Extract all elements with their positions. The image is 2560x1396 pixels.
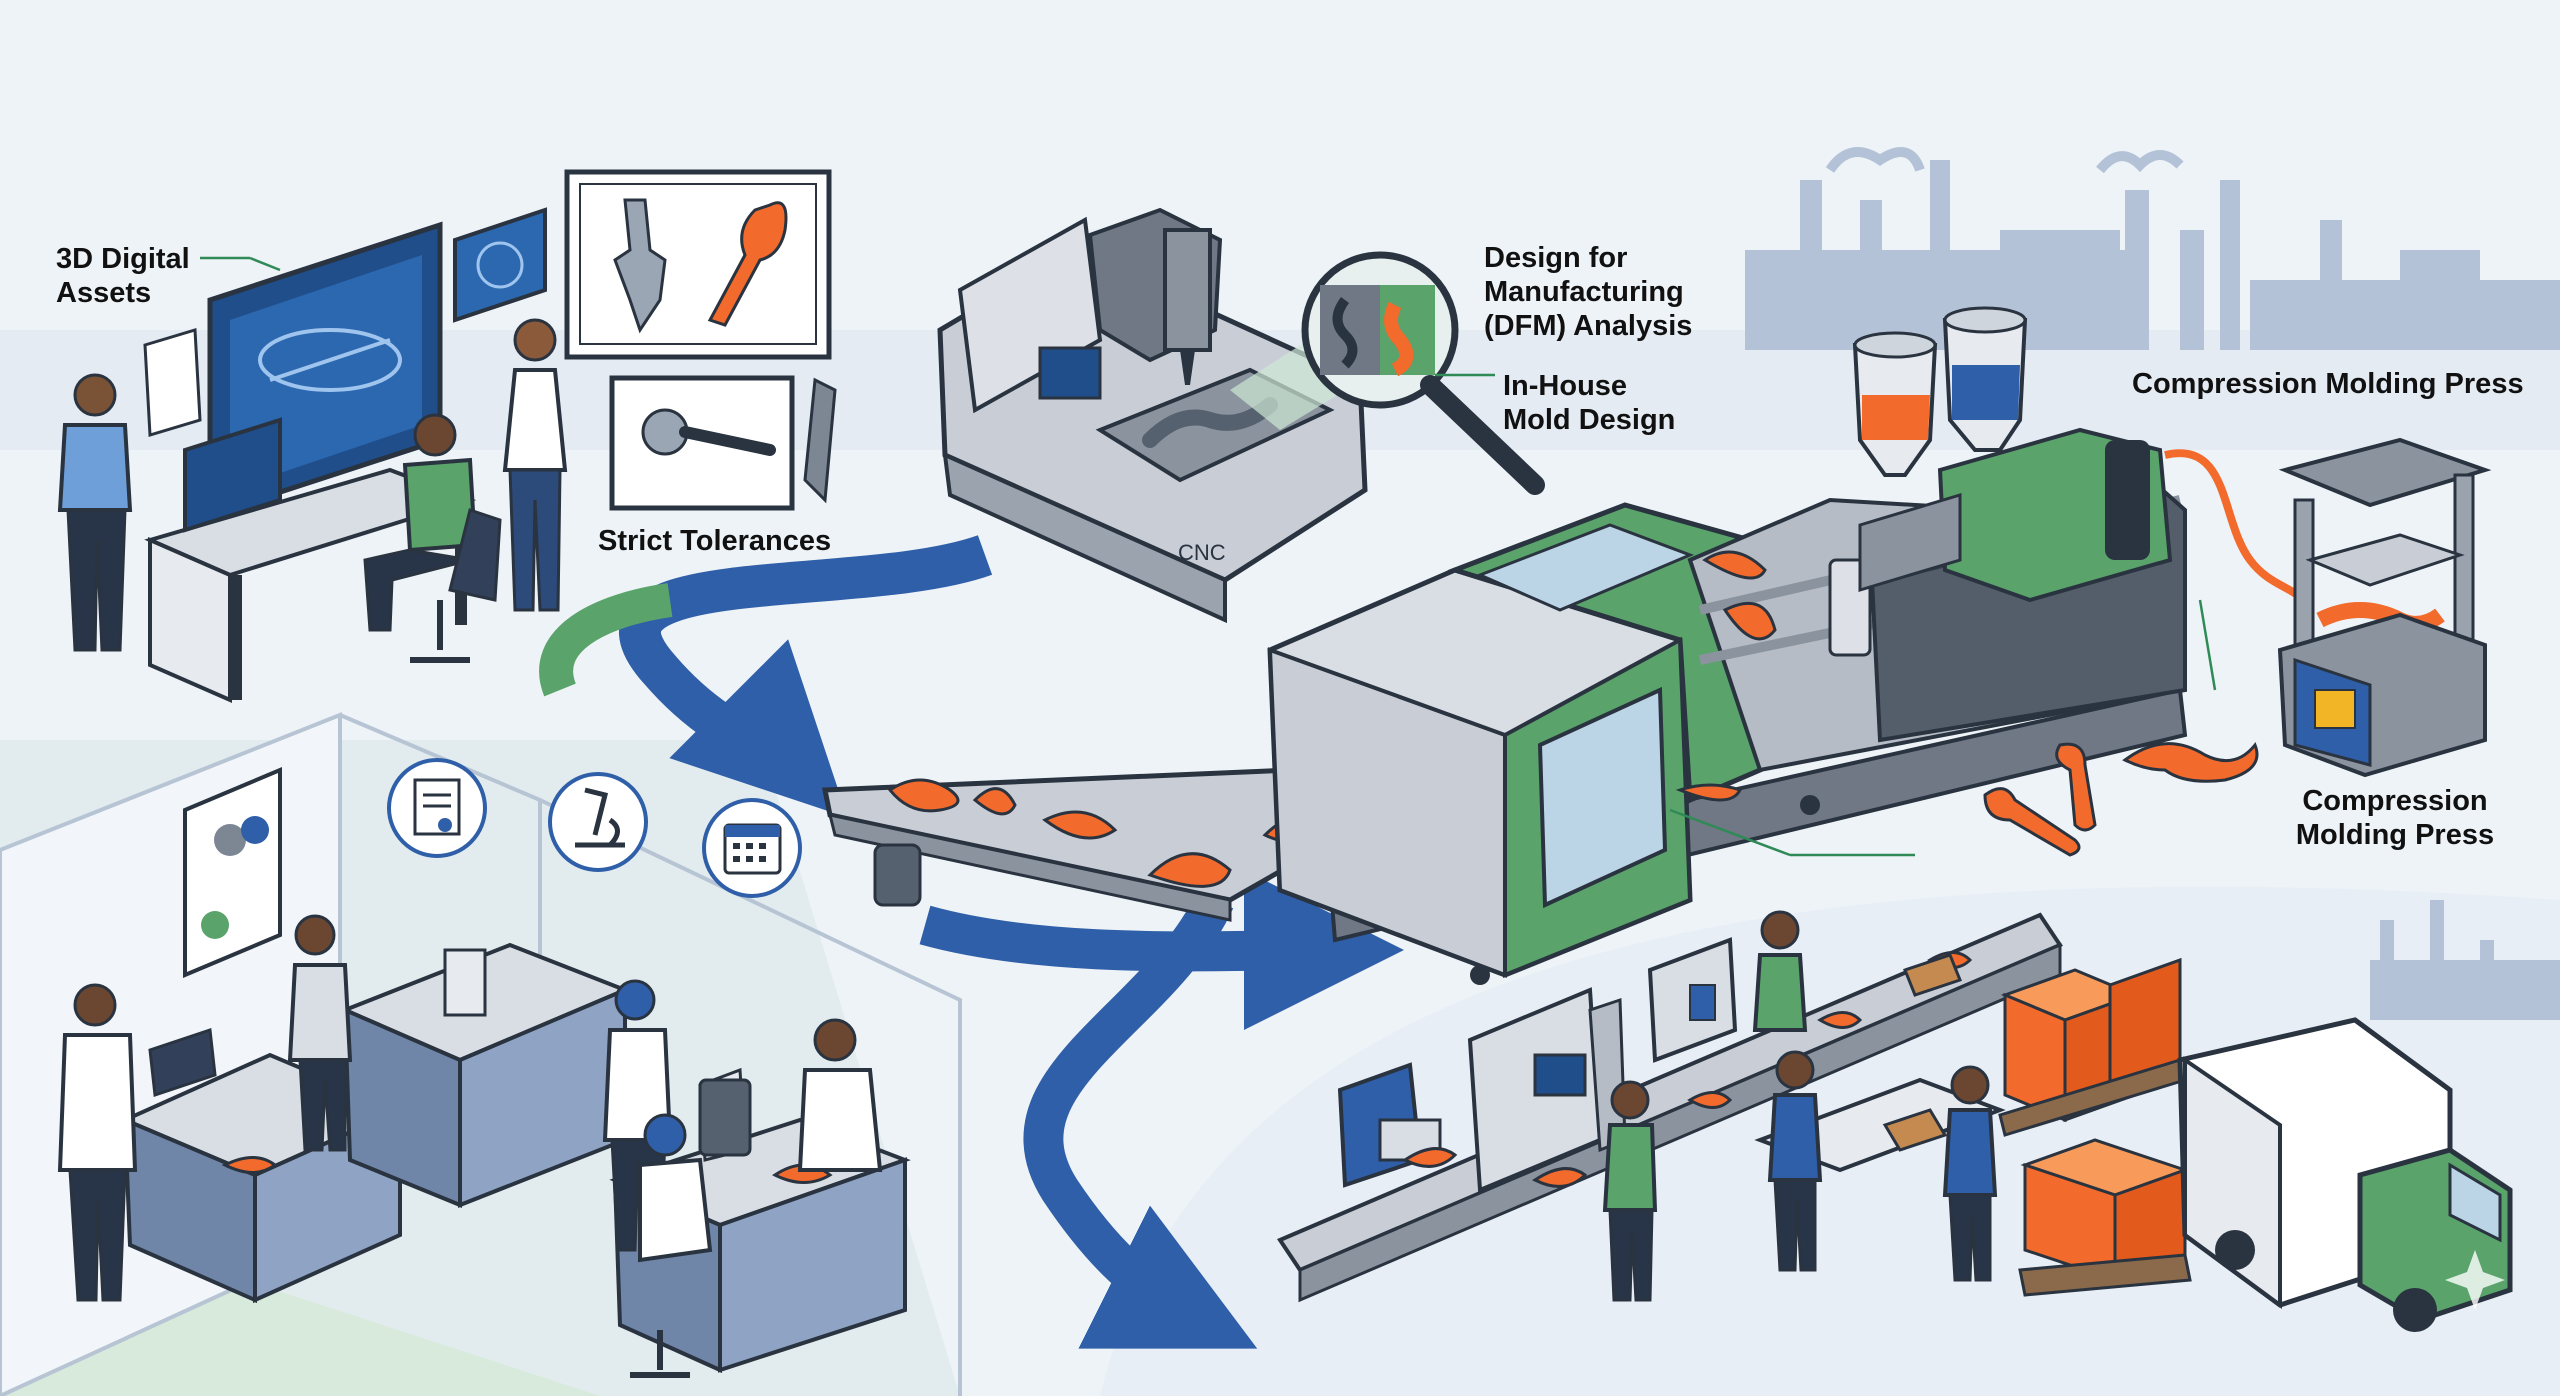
compression-press [2277, 437, 2492, 778]
scientist-4 [797, 1018, 883, 1172]
scientist-seated [630, 1113, 713, 1378]
scientist-1 [57, 983, 217, 1302]
quality-lab [0, 712, 962, 1396]
scattered-parts [1983, 742, 2259, 857]
calendar-icon [702, 798, 802, 898]
label-in-house-mold-design: In-House Mold Design [1503, 370, 1676, 436]
flow-arrow-green [539, 583, 673, 697]
flow-arrow-2 [919, 870, 1404, 1031]
person-seated [363, 413, 502, 663]
leader-dfm [1669, 808, 1791, 857]
worker-1 [1752, 910, 1808, 1032]
injection-molding-machine [1267, 306, 2352, 985]
scientist-2 [287, 914, 353, 1152]
microscope-icon [548, 772, 648, 872]
cnc-label: CNC [1178, 540, 1226, 565]
design-studio [57, 169, 837, 704]
flow-arrow-1 [619, 535, 993, 818]
flow-arrows [539, 535, 1404, 1349]
magnifier-icon [1230, 251, 1545, 495]
flow-arrow-3 [1023, 891, 1258, 1349]
worker-2 [1602, 1080, 1658, 1302]
label-dfm-analysis: Design for Manufacturing (DFM) Analysis [1484, 242, 1693, 342]
side-monitor [183, 417, 282, 533]
label-3d-digital-assets: 3D Digital Assets [56, 243, 190, 309]
certificate-icon [387, 758, 487, 858]
worker-4 [1942, 1065, 1998, 1282]
floating-screen [453, 207, 547, 323]
drawing-card-top [564, 169, 832, 360]
watermark-sparkle-icon [2445, 1250, 2505, 1310]
factory-skyline [1745, 147, 2560, 1020]
label-compression-molding-press-bottom: Compression Molding Press [2295, 785, 2495, 851]
label-compression-molding-press-top: Compression Molding Press [2132, 368, 2524, 400]
box-pallet-2 [2018, 1138, 2192, 1297]
box-pallet-1 [1998, 957, 2187, 1137]
worker-3 [1767, 1050, 1823, 1272]
person-tablet [502, 318, 568, 612]
packing-line [1277, 910, 2513, 1332]
person-standing-left [57, 373, 133, 652]
label-strict-tolerances: Strict Tolerances [598, 525, 832, 557]
delivery-truck [2177, 1017, 2513, 1332]
